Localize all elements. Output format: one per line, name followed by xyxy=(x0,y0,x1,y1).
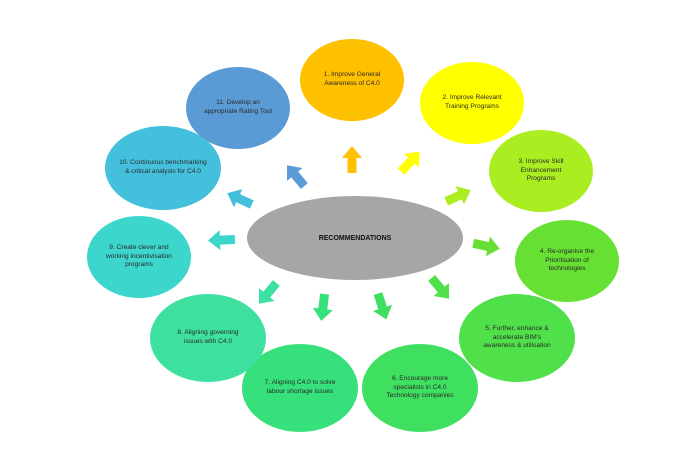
recommendation-label-8: 8. Aligning governing issues with C4.0 xyxy=(177,329,239,345)
arrow-11-icon xyxy=(287,165,308,189)
recommendation-label-10: 10. Continuous benchmarking & critical a… xyxy=(119,159,207,175)
recommendation-label-6: 6. Encourage more specialists in C4.0 Te… xyxy=(386,374,454,400)
arrow-5-icon xyxy=(428,275,449,299)
recommendation-label-11: 11. Develop an appropriate Rating Tool xyxy=(203,99,273,115)
recommendation-node-7: 7. Aligning C4.0 to solve labour shortag… xyxy=(242,344,358,432)
recommendation-node-8: 8. Aligning governing issues with C4.0 xyxy=(150,294,266,382)
recommendation-node-3: 3. Improve Skill Enhancement Programs xyxy=(489,130,593,212)
recommendation-label-5: 5. Further, enhance & accelerate BIM's a… xyxy=(483,324,551,350)
recommendation-node-6: 6. Encourage more specialists in C4.0 Te… xyxy=(362,344,478,432)
recommendation-label-2: 2. Improve Relevant Training Programs xyxy=(442,94,502,110)
arrow-9-icon xyxy=(208,230,236,251)
recommendation-node-1: 1. Improve General Awareness of C4.0 xyxy=(300,39,404,121)
recommendation-label-3: 3. Improve Skill Enhancement Programs xyxy=(518,157,564,183)
center-node: RECOMMENDATIONS xyxy=(247,196,463,280)
arrow-6-icon xyxy=(373,292,393,320)
recommendation-node-2: 2. Improve Relevant Training Programs xyxy=(420,62,524,144)
recommendation-node-11: 11. Develop an appropriate Rating Tool xyxy=(186,67,290,149)
center-label: RECOMMENDATIONS xyxy=(318,234,392,242)
arrow-2-icon xyxy=(397,151,420,175)
recommendation-label-4: 4. Re-organise the Prioritisation of tec… xyxy=(539,247,595,273)
recommendation-node-9: 9. Create clever and working incentivisa… xyxy=(87,216,191,298)
recommendation-label-1: 1. Improve General Awareness of C4.0 xyxy=(323,71,381,87)
arrow-7-icon xyxy=(312,293,333,321)
arrow-4-icon xyxy=(472,236,500,257)
recommendation-node-4: 4. Re-organise the Prioritisation of tec… xyxy=(515,220,619,302)
recommendation-node-10: 10. Continuous benchmarking & critical a… xyxy=(105,126,221,210)
arrow-10-icon xyxy=(227,189,254,209)
recommendation-node-5: 5. Further, enhance & accelerate BIM's a… xyxy=(459,294,575,382)
arrow-1-icon xyxy=(342,146,362,173)
arrow-8-icon xyxy=(259,280,280,304)
recommendation-label-9: 9. Create clever and working incentivisa… xyxy=(106,243,172,269)
recommendation-label-7: 7. Aligning C4.0 to solve labour shortag… xyxy=(264,379,336,395)
arrow-3-icon xyxy=(444,186,471,206)
